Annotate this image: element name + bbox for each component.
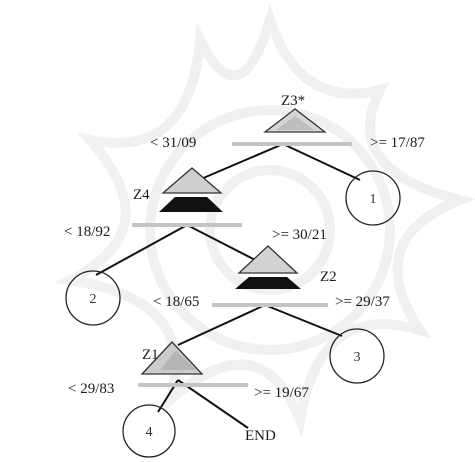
leaf-circle bbox=[122, 404, 176, 458]
rule-right-z1: >= 19/67 bbox=[254, 385, 309, 401]
leaf-label-2: 2 bbox=[90, 292, 97, 307]
edge-z2-z1 bbox=[177, 304, 266, 346]
leaf-label-1: 1 bbox=[370, 192, 377, 207]
leaf-label-3: 3 bbox=[354, 350, 361, 365]
rule-left-z4: < 18/92 bbox=[64, 224, 110, 240]
triangle-icon bbox=[161, 167, 223, 194]
edge-z4-leaf2 bbox=[95, 224, 188, 276]
edge-z1-end bbox=[177, 379, 249, 429]
leaf-end-label: END bbox=[245, 428, 276, 444]
dark-bar-icon bbox=[159, 197, 223, 212]
leaf-circle bbox=[65, 270, 121, 326]
leaf-4: 4 bbox=[122, 404, 176, 458]
dark-bar-icon bbox=[235, 277, 301, 289]
rule-left-z1: < 29/83 bbox=[68, 381, 114, 397]
edge-z4-z2 bbox=[186, 224, 266, 266]
rule-right-z4: >= 30/21 bbox=[272, 227, 327, 243]
rule-right-z3: >= 17/87 bbox=[370, 135, 425, 151]
split-bars bbox=[132, 142, 352, 387]
leaf-1: 1 bbox=[345, 170, 401, 226]
node-z4: Z4 < 18/92 >= 30/21 bbox=[64, 167, 327, 243]
rule-left-z3: < 31/09 bbox=[150, 135, 196, 151]
rule-left-z2: < 18/65 bbox=[153, 294, 199, 310]
leaf-3: 3 bbox=[329, 328, 385, 384]
triangle-icon bbox=[237, 245, 299, 274]
leaf-label-4: 4 bbox=[146, 425, 153, 440]
tree-edges bbox=[95, 143, 361, 429]
node-label-z2: Z2 bbox=[320, 269, 337, 285]
watermark-ornament bbox=[53, 3, 475, 439]
node-z1: Z1 < 29/83 >= 19/67 bbox=[68, 341, 309, 401]
edge-z2-leaf3 bbox=[264, 304, 343, 337]
triangle-shade-icon bbox=[160, 350, 196, 370]
edge-z3-leaf1 bbox=[282, 143, 361, 181]
node-label-z3: Z3* bbox=[281, 93, 305, 109]
triangle-shade-icon bbox=[276, 116, 314, 130]
node-label-z1: Z1 bbox=[142, 347, 159, 363]
node-z3: Z3* < 31/09 >= 17/87 bbox=[150, 93, 425, 151]
node-label-z4: Z4 bbox=[133, 187, 150, 203]
leaf-2: 2 bbox=[65, 270, 121, 326]
rule-right-z2: >= 29/37 bbox=[335, 294, 390, 310]
leaf-circle bbox=[329, 328, 385, 384]
leaf-circle bbox=[345, 170, 401, 226]
node-z2: Z2 < 18/65 >= 29/37 bbox=[153, 245, 390, 310]
